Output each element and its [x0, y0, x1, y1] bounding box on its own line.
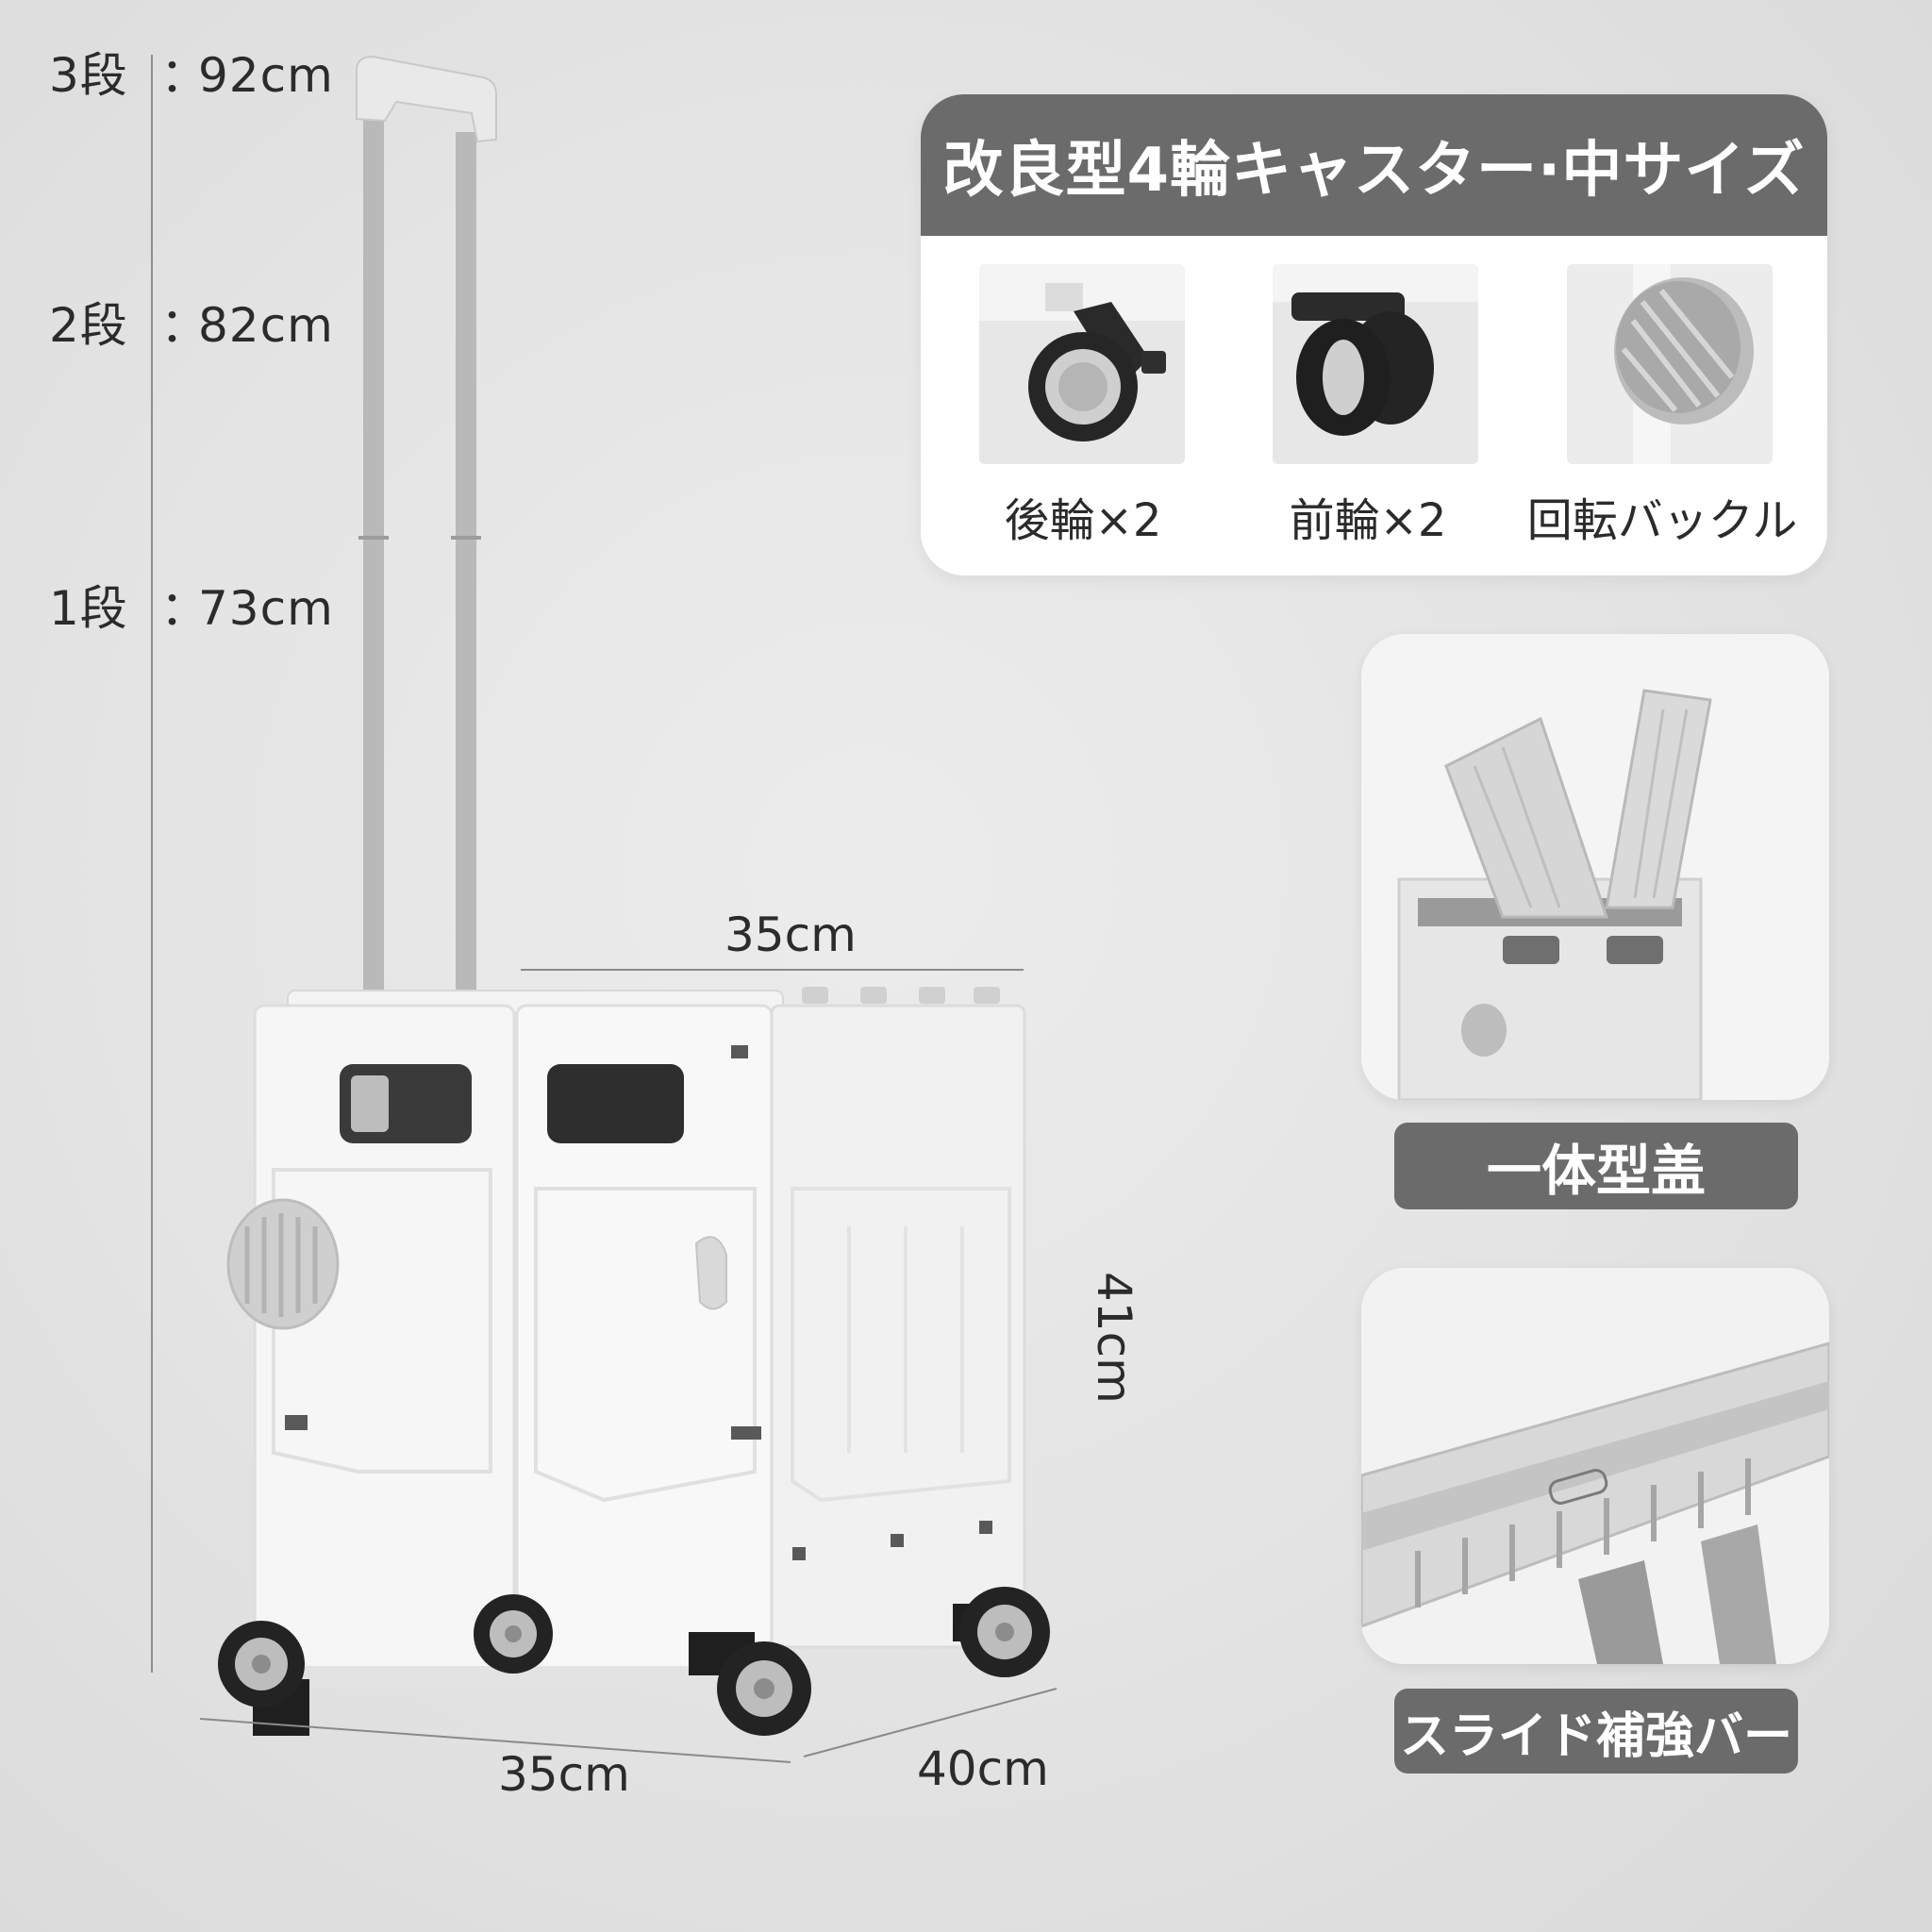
bottom-width-label: 35cm [498, 1747, 630, 1802]
rotating-buckle-thumbnail [1567, 264, 1773, 464]
height-scale-line [151, 55, 153, 1673]
rear-wheel-icon [979, 264, 1185, 441]
slide-reinforcement-bar-label: スライド補強バー [1394, 1689, 1798, 1774]
integrated-lid-card [1361, 634, 1829, 1100]
caster-feature-card: 改良型4輪キャスター·中サイズ [921, 94, 1827, 575]
rotating-buckle-icon [1567, 264, 1773, 464]
front-wheel-icon [1273, 264, 1478, 436]
rear-wheel-thumbnail [979, 264, 1185, 464]
integrated-lid-label: 一体型盖 [1394, 1123, 1798, 1209]
height-level-2: 2段：82cm [49, 298, 334, 353]
height-dimension-label: 41cm [1087, 1272, 1141, 1404]
trolley-cart-illustration [199, 55, 1058, 1763]
front-wheel-thumbnail [1273, 264, 1478, 464]
front-wheel-caption: 前輪×2 [1289, 494, 1447, 547]
rotating-buckle-caption: 回転バックル [1526, 494, 1798, 547]
caster-card-title: 改良型4輪キャスター·中サイズ [921, 94, 1827, 236]
height-level-3: 3段：92cm [49, 48, 334, 103]
wheel-rear-left [218, 1621, 309, 1736]
reinforcement-bar-image [1361, 1268, 1829, 1664]
rear-wheel-caption: 後輪×2 [1004, 494, 1162, 547]
depth-label: 40cm [917, 1741, 1049, 1796]
height-level-1: 1段：73cm [49, 581, 334, 636]
open-lid-image [1361, 634, 1829, 1100]
top-width-label: 35cm [724, 908, 857, 962]
slide-reinforcement-bar-card [1361, 1268, 1829, 1664]
